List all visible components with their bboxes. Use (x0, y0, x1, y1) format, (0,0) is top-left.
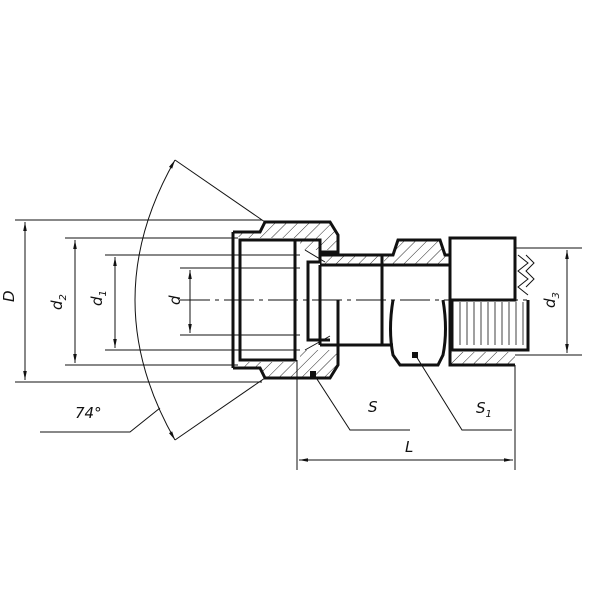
hex-nut-s1 (384, 238, 450, 367)
label-d3: d3 (541, 292, 562, 308)
leader-lines (40, 355, 512, 433)
label-d: d (166, 295, 184, 305)
dimension-arrows (23, 159, 569, 462)
label-D: D (0, 290, 18, 302)
label-S1: S1 (476, 399, 492, 420)
extension-lines (15, 219, 582, 470)
union-nut (231, 220, 340, 380)
label-angle: 74° (75, 404, 102, 422)
label-S: S (368, 398, 378, 416)
label-d1: d1 (88, 290, 109, 306)
hose-sleeve (448, 236, 535, 367)
label-d2: d2 (48, 294, 69, 310)
label-L: L (405, 438, 413, 456)
